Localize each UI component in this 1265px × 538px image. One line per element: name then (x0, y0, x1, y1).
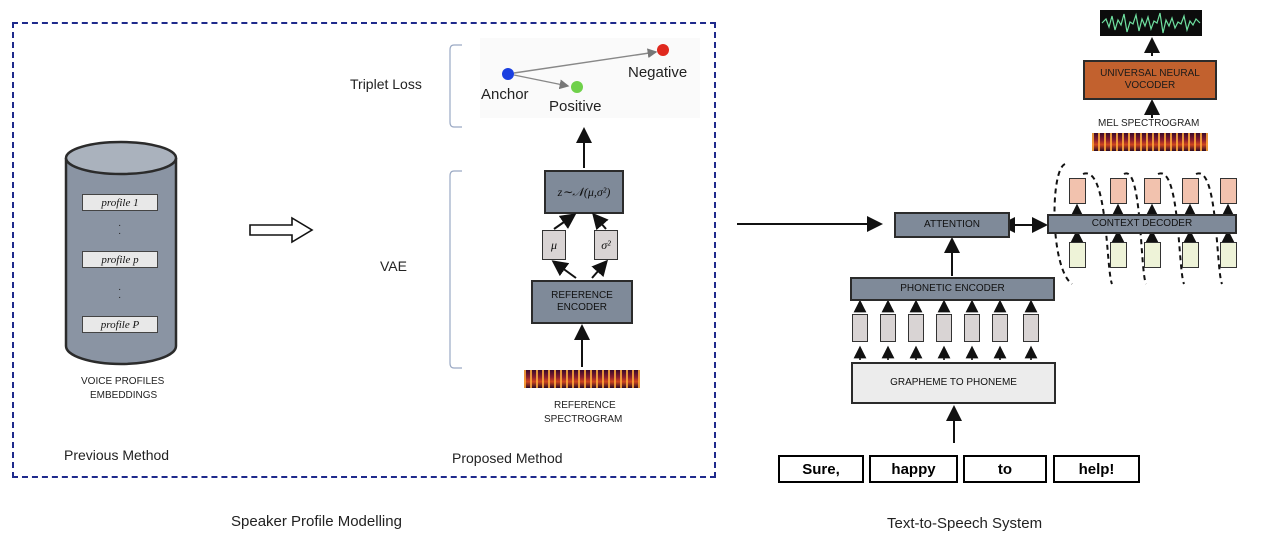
encoder-cell (964, 314, 980, 342)
decoder-output-cell (1144, 178, 1161, 204)
encoder-cell (880, 314, 896, 342)
vae-label: VAE (380, 258, 407, 274)
triplet-loss-label: Triplet Loss (350, 76, 422, 92)
attention-box: ATTENTION (894, 212, 1010, 238)
triplet-arrows (502, 44, 669, 93)
latent-distribution-box: z∼𝒩(μ,σ²) (544, 170, 624, 214)
encoder-cell (1023, 314, 1039, 342)
vocoder-line2: VOCODER (1124, 80, 1176, 91)
reference-spectrogram-line2: SPECTROGRAM (544, 414, 623, 425)
latent-distribution-label: z∼𝒩(μ,σ²) (557, 184, 611, 199)
mu-label: μ (550, 237, 558, 252)
speaker-profile-frame (12, 22, 716, 478)
profile-1: profile 1 (82, 194, 158, 211)
encoder-cell (908, 314, 924, 342)
context-decoder-label: CONTEXT DECODER (1091, 217, 1193, 229)
decoder-input-cell (1144, 242, 1161, 268)
triplet-loss-brace-icon (449, 44, 462, 128)
reference-encoder-line2: ENCODER (556, 302, 607, 313)
reference-encoder-line1: REFERENCE (551, 289, 613, 301)
hollow-arrow-icon (249, 216, 314, 244)
encoder-cell (992, 314, 1008, 342)
decoder-output-cell (1069, 178, 1086, 204)
decoder-output-cell (1220, 178, 1237, 204)
phonetic-encoder-box: PHONETIC ENCODER (850, 277, 1055, 301)
context-decoder-box: CONTEXT DECODER (1047, 214, 1237, 234)
word-box-3: to (963, 455, 1047, 483)
voice-profiles-embeddings-line2: EMBEDDINGS (90, 390, 158, 401)
voice-profiles-embeddings-line1: VOICE PROFILES (81, 376, 165, 387)
sigma-box: σ² (594, 230, 618, 260)
reference-spectrogram-line1: REFERENCE (554, 400, 616, 411)
encoder-cell (936, 314, 952, 342)
attention-label: ATTENTION (924, 218, 980, 230)
positive-label: Positive (549, 98, 602, 115)
decoder-output-cell (1110, 178, 1127, 204)
mel-spectrogram-image (1092, 133, 1208, 151)
word-box-2: happy (869, 455, 958, 483)
decoder-input-cell (1069, 242, 1086, 268)
proposed-method-label: Proposed Method (452, 450, 563, 466)
previous-method-label: Previous Method (64, 447, 170, 463)
anchor-label: Anchor (481, 86, 529, 103)
vae-arrows (551, 127, 609, 367)
universal-neural-vocoder-box: UNIVERSAL NEURAL VOCODER (1083, 60, 1217, 100)
g2p-label: GRAPHEME TO PHONEME (890, 376, 1017, 388)
audio-waveform-image (1100, 10, 1202, 36)
encoder-cell (852, 314, 868, 342)
ellipsis-dots-2: ·· (118, 284, 122, 303)
phonetic-encoder-label: PHONETIC ENCODER (900, 282, 1005, 294)
reference-encoder-box: REFERENCE ENCODER (531, 280, 633, 324)
grapheme-to-phoneme-box: GRAPHEME TO PHONEME (851, 362, 1056, 404)
profile-P: profile P (82, 316, 158, 333)
negative-label: Negative (628, 64, 688, 81)
profile-p: profile p (82, 251, 158, 268)
word-box-1: Sure, (778, 455, 864, 483)
waveform-icon (1101, 12, 1201, 34)
vocoder-line1: UNIVERSAL NEURAL (1100, 67, 1200, 79)
decoder-input-cell (1220, 242, 1237, 268)
decoder-input-cell (1182, 242, 1199, 268)
reference-spectrogram-image (524, 370, 640, 388)
word-box-4: help! (1053, 455, 1140, 483)
vae-brace-icon (449, 170, 462, 369)
mel-spectrogram-label: MEL SPECTROGRAM (1098, 118, 1200, 129)
speaker-profile-caption: Speaker Profile Modelling (231, 513, 402, 530)
decoder-input-cell (1110, 242, 1127, 268)
decoder-output-cell (1182, 178, 1199, 204)
sigma-label: σ² (601, 237, 611, 252)
tts-caption: Text-to-Speech System (887, 515, 1043, 532)
ellipsis-dots: ·· (118, 220, 122, 239)
mu-box: μ (542, 230, 566, 260)
